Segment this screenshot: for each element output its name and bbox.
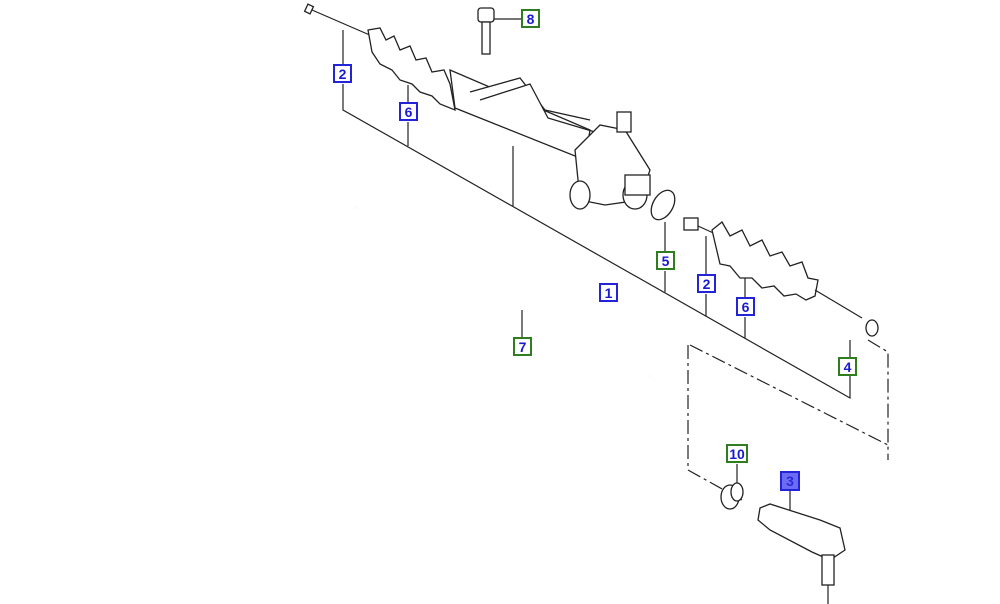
feed-pipe[interactable] xyxy=(354,207,651,377)
callout-7[interactable]: 7 xyxy=(513,337,532,356)
pinion-housing[interactable] xyxy=(569,111,651,210)
bellows-boot-right[interactable] xyxy=(711,221,819,301)
callout-4[interactable]: 4 xyxy=(838,357,857,376)
bellows-boot-left[interactable] xyxy=(367,27,456,112)
rack-housing[interactable] xyxy=(449,68,596,161)
callout-2-right[interactable]: 2 xyxy=(697,274,716,293)
callout-5[interactable]: 5 xyxy=(656,251,675,270)
callout-2[interactable]: 2 xyxy=(333,64,352,83)
callout-10[interactable]: 10 xyxy=(726,444,748,463)
detail-boundary-dashed xyxy=(687,339,889,501)
tie-rod-end[interactable] xyxy=(757,503,846,604)
callout-6-right[interactable]: 6 xyxy=(736,297,755,316)
callout-8[interactable]: 8 xyxy=(521,9,540,28)
leader-lines xyxy=(342,18,851,515)
clamp-right[interactable] xyxy=(865,319,879,337)
tie-rod-left[interactable] xyxy=(303,3,373,37)
tie-rod-right[interactable] xyxy=(814,289,863,319)
callout-3-selected[interactable]: 3 xyxy=(780,471,800,491)
locknut[interactable] xyxy=(720,482,744,510)
callout-1[interactable]: 1 xyxy=(599,283,618,302)
callout-6[interactable]: 6 xyxy=(399,102,418,121)
pipe-clip[interactable] xyxy=(646,186,679,224)
bolt[interactable] xyxy=(477,7,495,55)
